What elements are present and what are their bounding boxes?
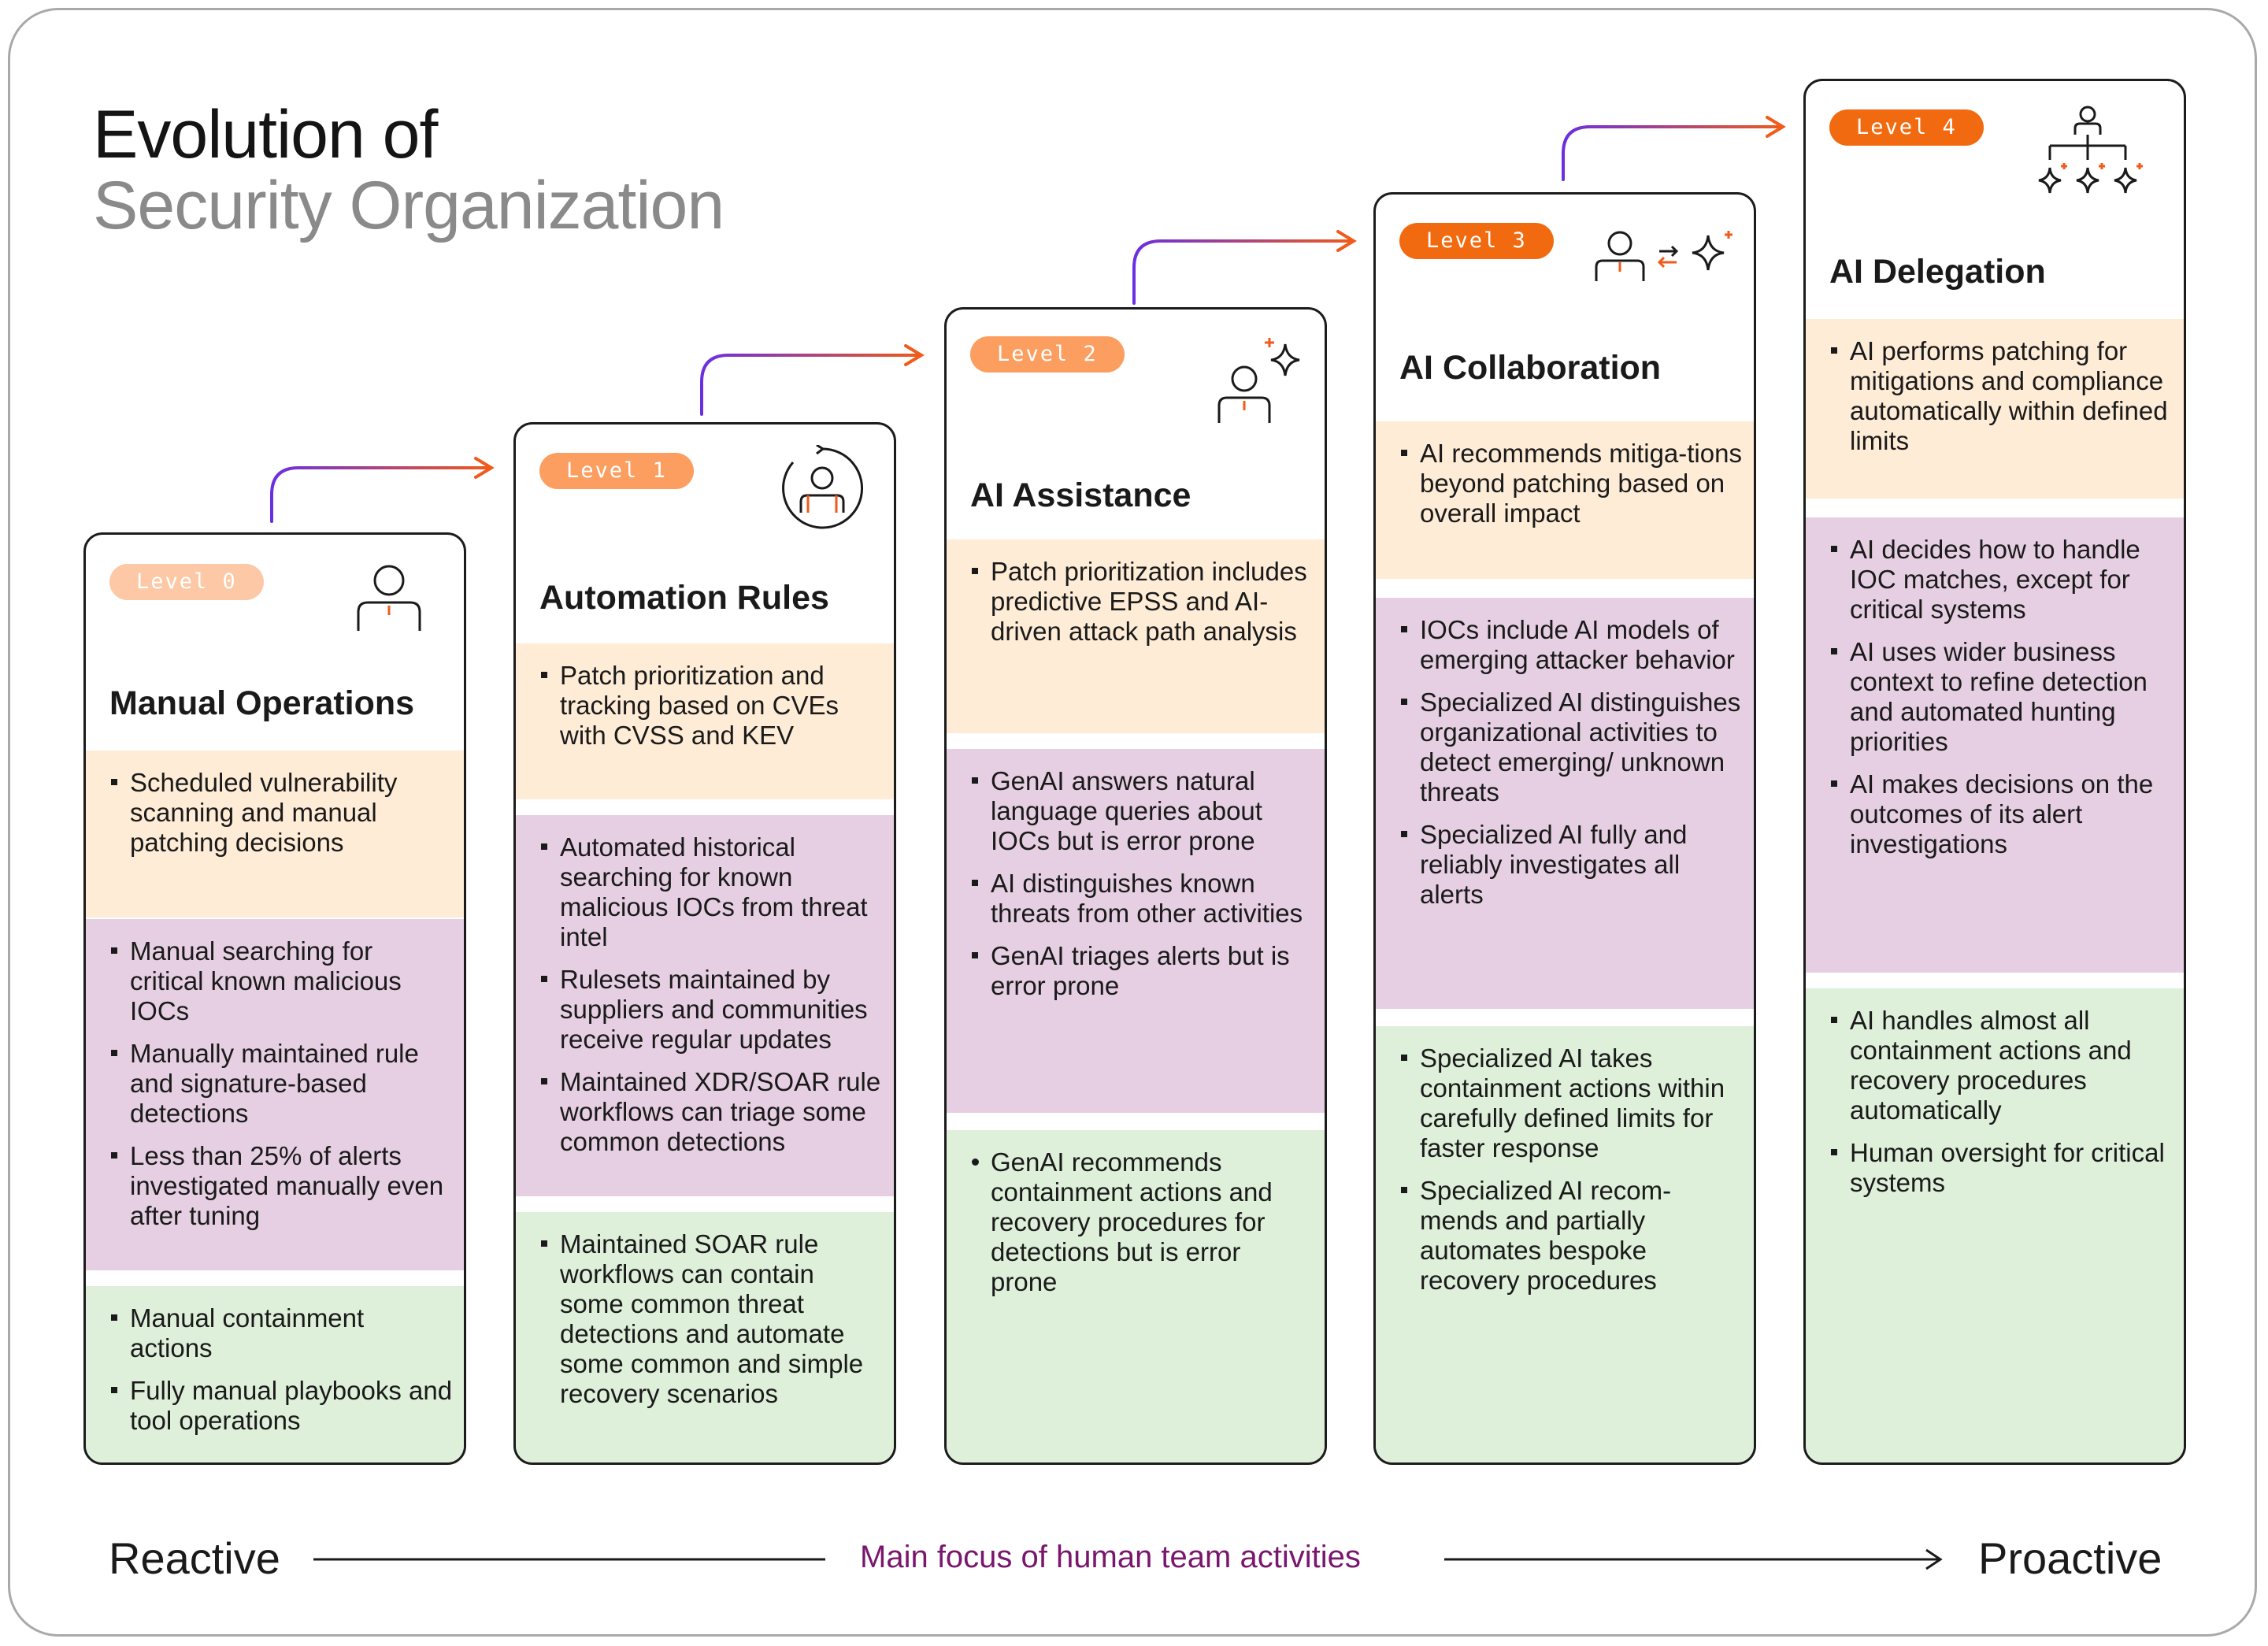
list-item: Manual searching for critical known mali… [109,936,453,1026]
level-badge: Level 4 [1829,109,1984,146]
list-item: Maintained XDR/SOAR rule workflows can t… [539,1067,883,1157]
list-item: AI performs patching for mitigations and… [1829,336,2173,456]
list-item: Human oversight for critical systems [1829,1138,2173,1198]
person-sparkle-icon [1213,330,1307,424]
vulnerability-band: AI performs patching for mitigations and… [1806,319,2184,499]
level-title: AI Assistance [970,476,1191,514]
level-badge: Level 1 [539,453,694,489]
vulnerability-band: Patch prioritization includes predictive… [947,539,1325,733]
list-item: Specialized AI distinguishes organizatio… [1399,688,1743,807]
reactive-label: Reactive [109,1533,280,1583]
connector-3-4 [1562,125,1781,181]
human-focus-label: Main focus of human team activities [860,1540,1361,1574]
level-title: Automation Rules [539,579,829,617]
list-item: Automated historical searching for known… [539,832,883,952]
level-badge: Level 2 [970,336,1125,373]
list-item: AI distinguishes known threats from othe… [970,869,1314,929]
list-item: Specialized AI fully and reliably invest… [1399,820,1743,910]
level-card-0: Level 0 Manual Operations Scheduled vuln… [83,532,466,1465]
vulnerability-band: Patch prioritization and tracking based … [516,643,894,799]
detection-band: Manual searching for critical known mali… [86,919,464,1270]
list-item: Maintained SOAR rule workflows can conta… [539,1229,883,1409]
response-band: Maintained SOAR rule workflows can conta… [516,1212,894,1462]
list-item: GenAI answers natural language queries a… [970,766,1314,856]
list-item: GenAI recommends containment actions and… [970,1147,1314,1297]
level-badge: Level 3 [1399,223,1554,259]
list-item: Manually maintained rule and signature-b… [109,1039,453,1129]
list-item: AI recommends mitiga-tions beyond patchi… [1399,439,1743,528]
person-cycle-icon [779,445,865,532]
list-item: AI uses wider business context to refine… [1829,637,2173,757]
detection-band: GenAI answers natural language queries a… [947,749,1325,1113]
level-card-1: Level 1 Automation Rules Patch prioritiz… [513,422,896,1465]
list-item: Patch prioritization and tracking based … [539,661,883,751]
list-item: Fully manual playbooks and tool operatio… [109,1376,453,1436]
proactive-label: Proactive [1978,1533,2162,1583]
list-item: Less than 25% of alerts investigated man… [109,1141,453,1231]
list-item: Rulesets maintained by suppliers and com… [539,965,883,1055]
vulnerability-band: Scheduled vulnerability scanning and man… [86,751,464,918]
diagram-title: Evolution of [93,97,438,172]
response-band: AI handles almost all containment action… [1806,988,2184,1462]
vulnerability-band: AI recommends mitiga-tions beyond patchi… [1376,421,1754,579]
list-item: Patch prioritization includes predictive… [970,557,1314,647]
list-item: AI makes decisions on the outcomes of it… [1829,769,2173,859]
level-title: AI Collaboration [1399,349,1662,387]
person-exchange-sparkle-icon [1593,229,1735,284]
list-item: IOCs include AI models of emerging attac… [1399,615,1743,675]
response-band: Specialized AI takes containment actions… [1376,1026,1754,1462]
connector-2-3 [1132,239,1352,305]
list-item: Manual containment actions [109,1303,453,1363]
list-item: Scheduled vulnerability scanning and man… [109,768,453,858]
list-item: Specialized AI takes containment actions… [1399,1044,1743,1163]
response-band: Manual containment actions Fully manual … [86,1286,464,1462]
list-item: AI handles almost all containment action… [1829,1006,2173,1125]
level-card-3: Level 3 AI Collaboration AI recommends m… [1373,192,1756,1465]
list-item: Specialized AI recom-mends and partially… [1399,1176,1743,1296]
level-badge: Level 0 [109,564,264,600]
level-card-4: Level 4 AI Delegation AI performs patchi… [1803,79,2186,1465]
connector-0-1 [270,466,490,523]
detection-band: AI decides how to handle IOC matches, ex… [1806,517,2184,973]
person-icon [354,560,424,631]
level-title: AI Delegation [1829,253,2046,291]
level-card-2: Level 2 AI Assistance Patch prioritizati… [944,307,1327,1465]
response-band: GenAI recommends containment actions and… [947,1130,1325,1462]
level-title: Manual Operations [109,684,415,722]
hierarchy-sparkles-icon [2033,105,2154,207]
detection-band: IOCs include AI models of emerging attac… [1376,598,1754,1009]
list-item: GenAI triages alerts but is error prone [970,941,1314,1001]
detection-band: Automated historical searching for known… [516,815,894,1196]
list-item: AI decides how to handle IOC matches, ex… [1829,535,2173,625]
connector-1-2 [700,354,920,416]
diagram-subtitle: Security Organization [93,168,724,243]
